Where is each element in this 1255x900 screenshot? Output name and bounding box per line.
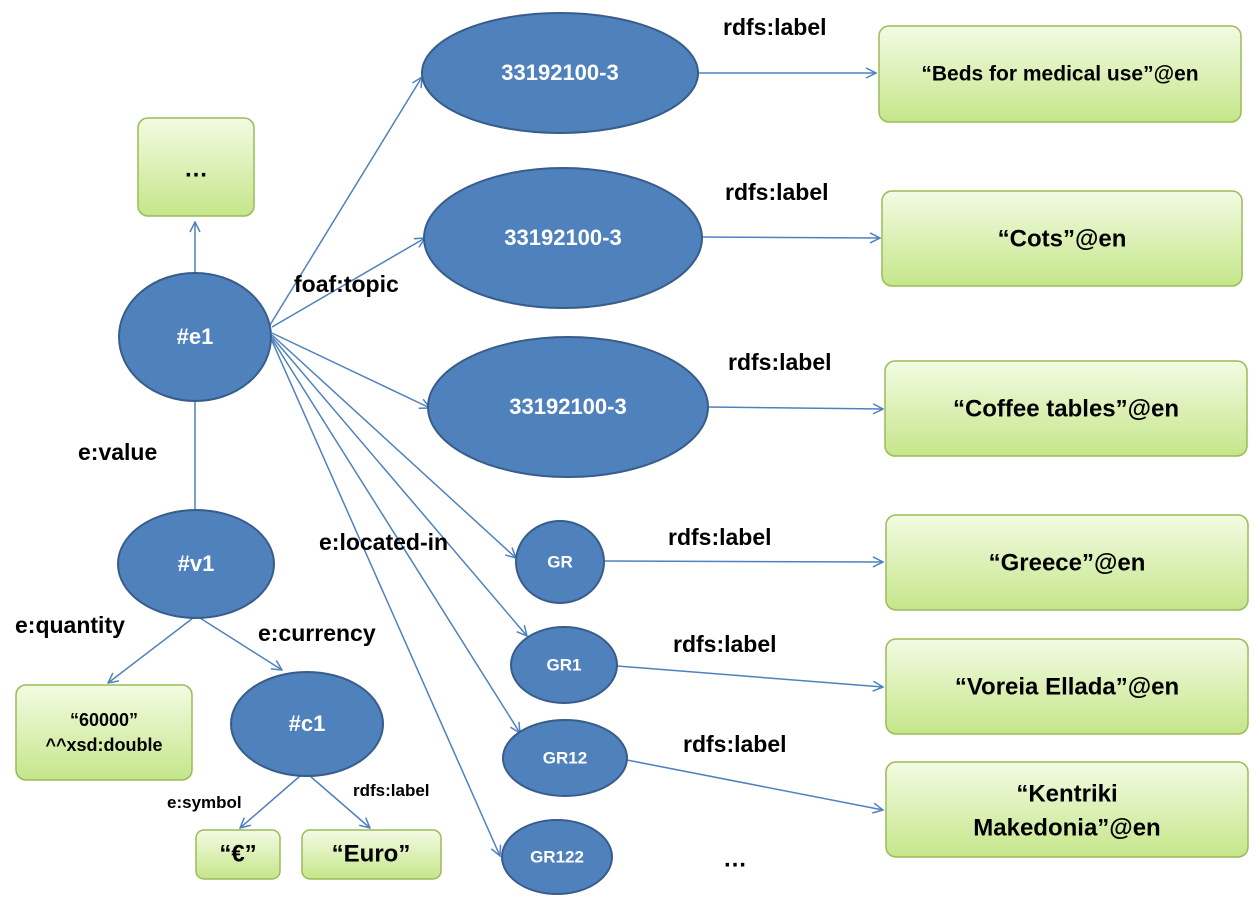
node-gr122: GR122	[501, 819, 613, 895]
edge-e1-to-topic2	[271, 238, 425, 328]
literal-cots: “Cots”@en	[881, 190, 1243, 287]
node-c1-label: #c1	[289, 711, 326, 736]
edge-label-rdfs-label-3: rdfs:label	[728, 349, 832, 375]
edge-e1-to-topic3	[271, 332, 430, 408]
edge-topic2-label	[701, 237, 880, 238]
node-v1-label: #v1	[178, 551, 215, 576]
literal-ellipsis-top: …	[137, 117, 255, 217]
node-gr12: GR12	[502, 719, 628, 797]
node-e1: #e1	[118, 272, 272, 402]
node-v1: #v1	[117, 509, 275, 619]
edge-label-rdfs-label-5: rdfs:label	[673, 631, 777, 657]
literal-quantity-line2: ^^xsd:double	[45, 735, 162, 755]
edge-labels: foaf:topic rdfs:label rdfs:label rdfs:la…	[15, 14, 832, 812]
literal-quantity-line1: “60000”	[70, 710, 138, 730]
ellipsis-bottom: …	[723, 845, 747, 872]
node-topic-3: 33192100-3	[427, 336, 709, 478]
edge-v1-currency	[199, 617, 282, 670]
literal-quantity: “60000” ^^xsd:double	[15, 684, 193, 781]
edge-label-rdfs-label-4: rdfs:label	[668, 524, 772, 550]
node-gr12-label: GR12	[543, 748, 587, 767]
edge-label-rdfs-label-2: rdfs:label	[725, 179, 829, 205]
literal-coffee-tables: “Coffee tables”@en	[884, 360, 1248, 457]
edge-label-e-currency: e:currency	[258, 620, 376, 646]
literal-kentriki-line2: Makedonia”@en	[973, 814, 1160, 841]
node-gr1: GR1	[510, 626, 618, 704]
edge-gr12-label	[626, 759, 883, 810]
literal-boxes: … “Beds for medical use”@en “Cots”@en “C…	[15, 25, 1249, 880]
edge-gr-label	[603, 561, 883, 562]
node-gr-label: GR	[547, 552, 573, 571]
node-gr: GR	[515, 520, 605, 604]
node-c1: #c1	[230, 671, 384, 777]
edge-label-rdfs-label-1: rdfs:label	[723, 14, 827, 40]
edge-topic3-label	[707, 407, 883, 409]
edge-e1-to-topic1	[269, 77, 422, 326]
literal-kentriki-line1: “Kentriki	[1016, 780, 1117, 807]
literal-greece: “Greece”@en	[885, 514, 1249, 611]
edge-label-rdfs-label-c1: rdfs:label	[353, 781, 430, 800]
literal-greece-text: “Greece”@en	[989, 549, 1146, 576]
edge-label-foaf-topic: foaf:topic	[294, 271, 399, 297]
edge-label-rdfs-label-6: rdfs:label	[683, 731, 787, 757]
node-topic-2-label: 33192100-3	[504, 225, 621, 250]
edge-gr1-label	[616, 665, 883, 687]
edge-c1-symbol	[240, 775, 301, 828]
node-topic-1-label: 33192100-3	[501, 60, 618, 85]
resource-nodes: #e1 33192100-3 33192100-3 33192100-3 GR …	[117, 12, 709, 895]
node-gr1-label: GR1	[547, 655, 582, 674]
literal-euro-text: “Euro”	[332, 840, 411, 867]
literal-kentriki-makedonia: “Kentriki Makedonia”@en	[885, 761, 1249, 858]
edge-label-e-quantity: e:quantity	[15, 612, 125, 638]
edge-v1-quantity	[108, 617, 194, 683]
edge-e1-to-gr1	[271, 336, 527, 636]
literal-beds-text: “Beds for medical use”@en	[921, 63, 1198, 86]
literal-symbol: “€”	[195, 829, 281, 880]
node-gr122-label: GR122	[530, 847, 584, 866]
literal-voreia-ellada-text: “Voreia Ellada”@en	[955, 673, 1179, 700]
edge-c1-euro	[309, 775, 370, 828]
node-topic-3-label: 33192100-3	[509, 394, 626, 419]
literal-voreia-ellada: “Voreia Ellada”@en	[885, 638, 1249, 735]
edge-label-e-symbol: e:symbol	[167, 793, 242, 812]
node-e1-label: #e1	[177, 324, 214, 349]
edge-label-e-located-in: e:located-in	[319, 529, 448, 555]
literal-coffee-tables-text: “Coffee tables”@en	[953, 395, 1179, 422]
literal-cots-text: “Cots”@en	[998, 225, 1127, 252]
literal-symbol-text: “€”	[219, 840, 256, 867]
edge-e1-to-gr122	[271, 340, 500, 856]
node-topic-1: 33192100-3	[421, 12, 699, 134]
edges	[108, 73, 883, 856]
edge-e1-to-gr12	[271, 338, 520, 733]
literal-beds: “Beds for medical use”@en	[878, 25, 1242, 123]
node-topic-2: 33192100-3	[423, 167, 703, 309]
literal-euro: “Euro”	[301, 829, 442, 880]
literal-ellipsis-top-text: …	[184, 155, 208, 182]
edge-e1-to-gr	[271, 334, 516, 558]
edge-label-e-value: e:value	[78, 439, 157, 465]
